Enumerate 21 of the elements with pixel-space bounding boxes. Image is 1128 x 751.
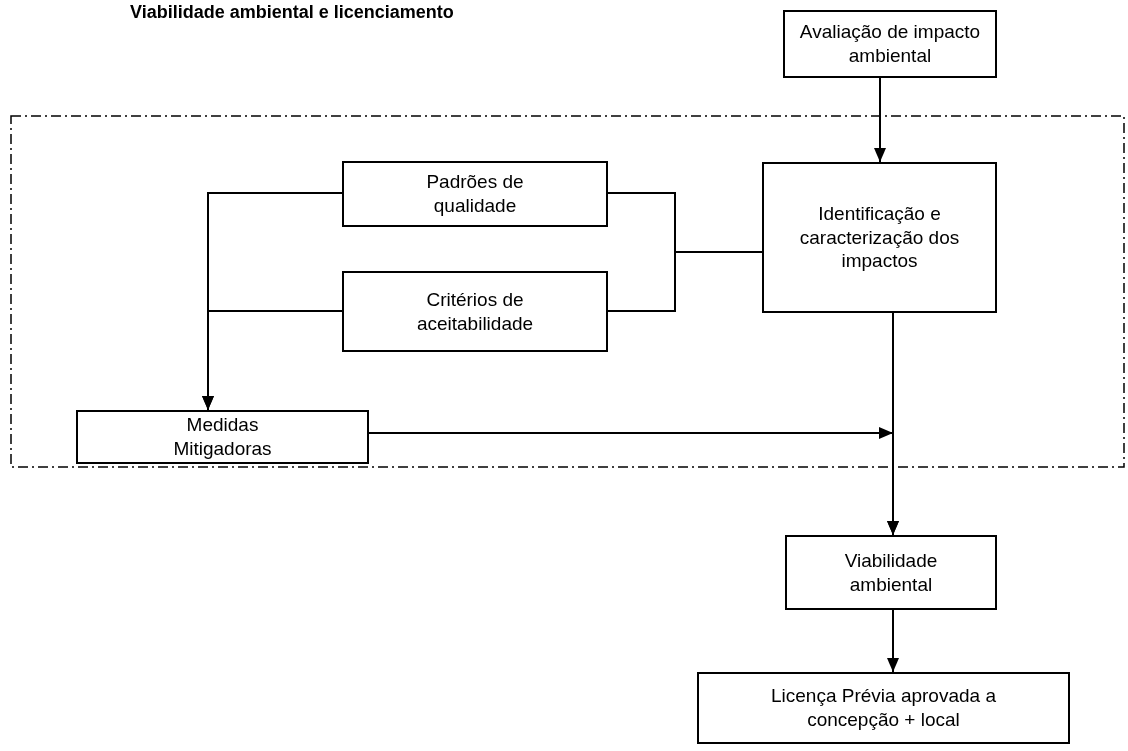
process-box [762,162,997,313]
box-text: Avaliação de impacto ambiental [798,20,982,68]
process-box [342,271,608,352]
process-box [76,410,369,464]
arrow [887,609,899,673]
box-text: Padrões de qualidade [425,170,525,218]
arrow [874,77,886,163]
process-box [783,10,997,78]
box-text: Licença Prévia aprovada a concepção + local [770,684,997,732]
diagram-title: Viabilidade ambiental e licenciamento [130,2,454,23]
process-box [785,535,997,610]
box-text: Viabilidade ambiental [843,548,939,597]
process-box [342,161,608,227]
arrow [368,427,899,536]
box-text: Identificação e caracterização dos impactos [798,201,961,274]
box-text: Medidas Mitigadoras [172,413,273,461]
process-box [697,672,1070,744]
arrow [202,310,343,411]
box-text: Critérios de aceitabilidade [415,287,535,336]
connector-line [607,251,763,312]
dash-dot-region [10,115,1125,468]
